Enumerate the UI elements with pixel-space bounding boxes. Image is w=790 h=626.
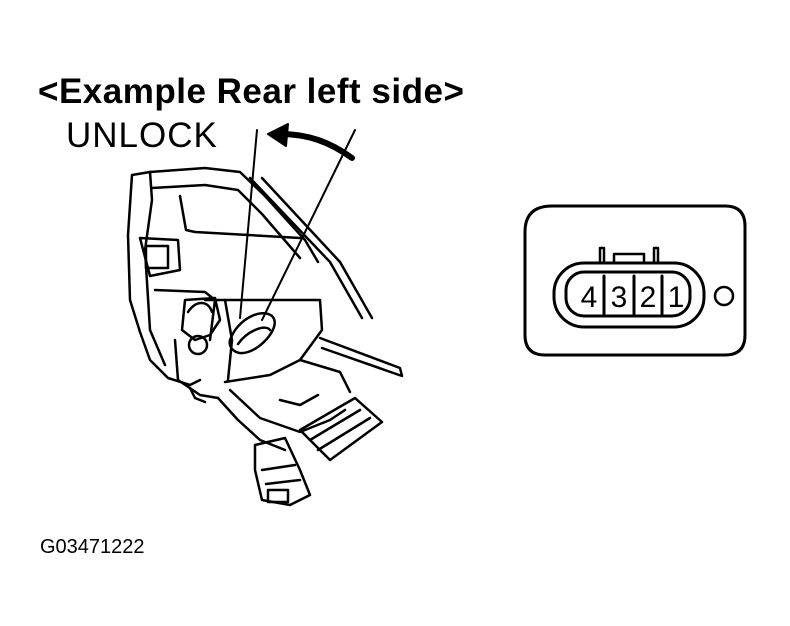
door-lock-assembly	[126, 166, 404, 507]
leader-line-2	[261, 129, 356, 321]
pin-label: 4	[581, 281, 598, 314]
figure-id: G03471222	[40, 536, 145, 558]
diagram-title: <Example Rear left side>	[38, 72, 465, 111]
connector-face	[523, 204, 747, 357]
pin-label: 3	[611, 281, 628, 314]
unlock-label: UNLOCK	[66, 116, 218, 155]
pin-label: 1	[668, 281, 685, 314]
pin-label: 2	[640, 281, 657, 314]
unlock-arrow-icon	[267, 123, 355, 161]
leader-line-1	[239, 129, 258, 319]
connector-lock-hole	[713, 285, 735, 307]
